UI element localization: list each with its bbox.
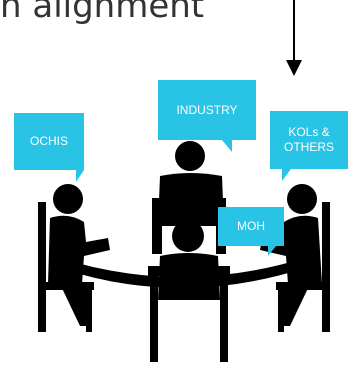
speech-bubble-ochis: OCHIS xyxy=(14,113,84,182)
bubble-label: OTHERS xyxy=(283,140,334,154)
speech-bubble-kols: KOLs & OTHERS xyxy=(270,111,348,181)
person-icon xyxy=(48,184,110,326)
bubble-label: INDUSTRY xyxy=(176,102,238,117)
heading-fragment: n alignment xyxy=(0,0,205,26)
bubble-label: OCHIS xyxy=(29,134,68,148)
table-icon xyxy=(60,258,305,288)
speech-bubble-moh: MOH xyxy=(218,207,284,256)
speech-bubble-industry: INDUSTRY xyxy=(158,80,256,152)
person-icon xyxy=(260,184,322,326)
bubble-label: MOH xyxy=(237,219,265,233)
person-icon xyxy=(158,220,220,300)
down-arrow-icon xyxy=(286,0,302,76)
bubble-label: KOLs & xyxy=(288,125,330,139)
